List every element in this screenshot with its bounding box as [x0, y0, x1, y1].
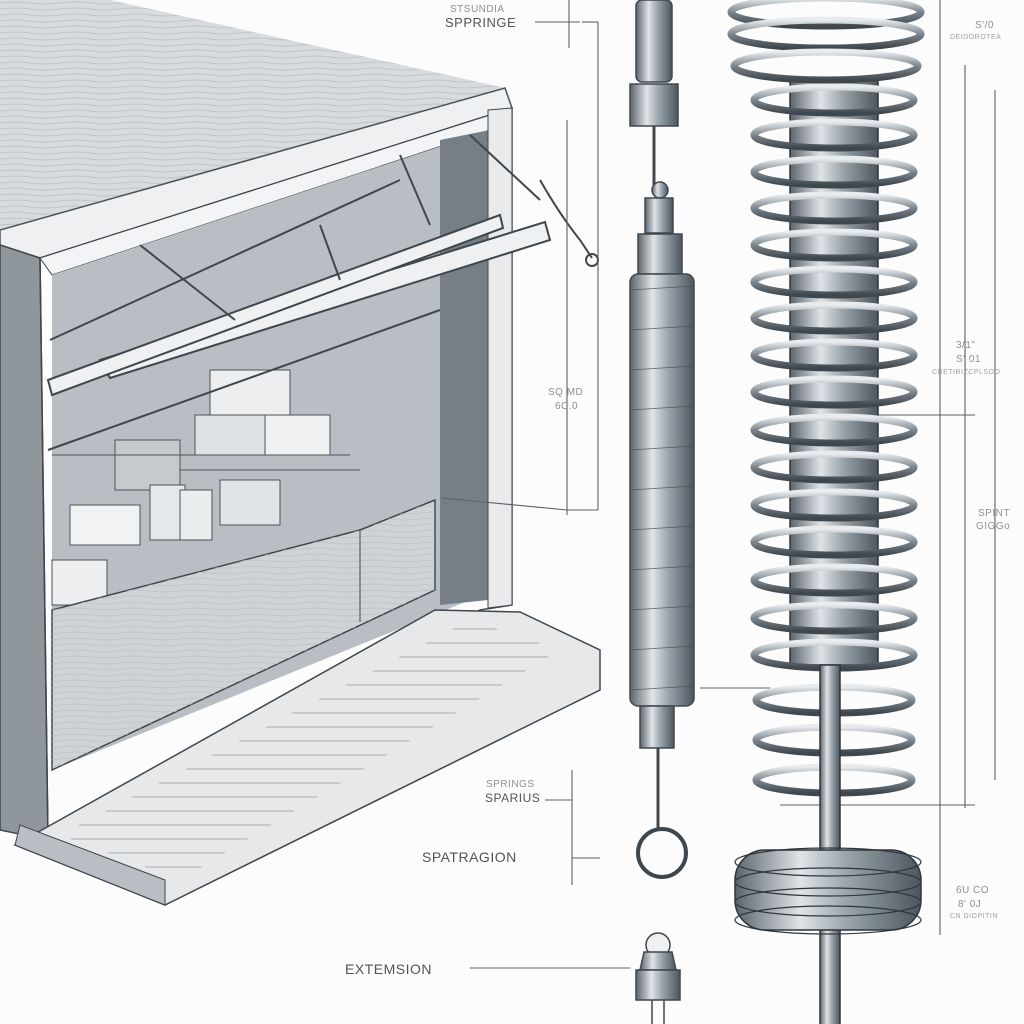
garage-roof	[0, 0, 513, 259]
label-right-mid-b: S' 01	[956, 354, 981, 365]
label-right-low-a: SPINT	[978, 508, 1010, 519]
door-track-rails	[46, 134, 599, 451]
label-spatragion: SPATRAGION	[422, 849, 517, 865]
label-top-springs: SPPRINGE	[445, 15, 517, 30]
extension-spring	[629, 0, 695, 1024]
label-right-bottom-b: 8' 0J	[958, 899, 982, 910]
label-right-low-b: GIGGo	[976, 521, 1011, 532]
label-extension: EXTEMSION	[345, 961, 432, 977]
dimension-lines	[441, 0, 996, 969]
label-springs-sub: SPRINGS	[486, 779, 535, 790]
label-right-top-b: DEIDOROTEA	[950, 34, 1002, 41]
label-right-top-a: S'/0	[975, 20, 994, 31]
torsion-spring	[727, 0, 925, 1024]
label-top-sub: STSUNDIA	[450, 4, 505, 15]
label-right-mid-c: CRETIRIZCPLSOO	[932, 369, 1001, 376]
label-right-bottom-c: CN DIOPITIN	[950, 913, 998, 920]
label-right-bottom-a: 6U CO	[956, 885, 990, 896]
label-springs: SPARIUS	[485, 791, 541, 805]
floor-ramp	[13, 609, 601, 906]
label-mid-b: 6C.0	[555, 401, 579, 412]
label-mid-a: SQ MD	[548, 387, 584, 398]
label-right-mid-a: 3/1"	[956, 340, 976, 351]
